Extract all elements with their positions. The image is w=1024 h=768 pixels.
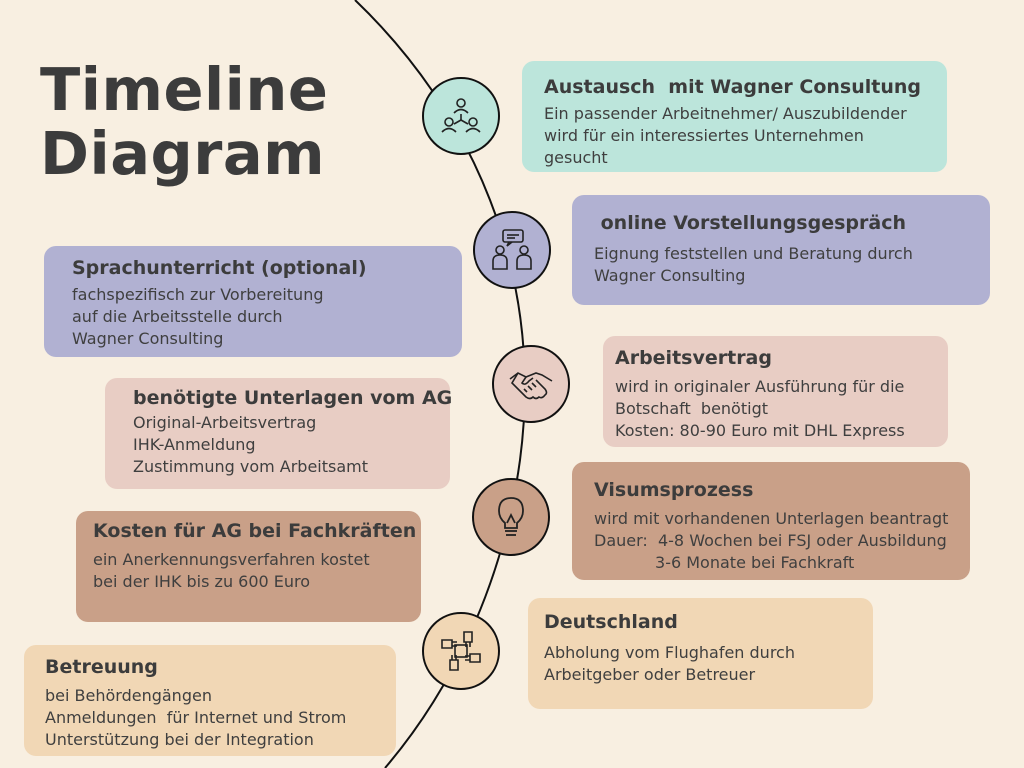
step-5-line-2: Arbeitgeber oder Betreuer (544, 665, 756, 684)
note-4-line-1: bei Behördengängen (45, 686, 212, 705)
step-4-heading: Visumsprozess (594, 479, 754, 501)
note-4-line-3: Unterstützung bei der Integration (45, 730, 314, 749)
people-network-icon (441, 98, 481, 133)
note-2-line-2: IHK-Anmeldung (133, 435, 256, 454)
step-1-line-3: gesucht (544, 148, 608, 167)
handshake-icon (509, 372, 553, 400)
note-3-card: Kosten für AG bei Fachkräften ein Anerke… (76, 511, 421, 622)
step-4-line-3: 3-6 Monate bei Fachkraft (594, 553, 855, 572)
step-4-card: Visumsprozess wird mit vorhandenen Unter… (572, 462, 970, 580)
note-1-heading: Sprachunterricht (optional) (72, 257, 367, 279)
step-5-heading: Deutschland (544, 611, 678, 633)
note-4-heading: Betreuung (45, 656, 158, 678)
note-1-line-1: fachspezifisch zur Vorbereitung (72, 285, 324, 304)
step-3-line-3: Kosten: 80-90 Euro mit DHL Express (615, 421, 905, 440)
step-2-line-1: Eignung feststellen und Beratung durch (594, 244, 913, 263)
interview-chat-icon (492, 229, 532, 270)
joined-hands-icon (441, 631, 481, 671)
step-2-heading: online Vorstellungsgespräch (594, 212, 906, 234)
step-3-node (492, 345, 570, 423)
step-3-heading: Arbeitsvertrag (615, 347, 772, 369)
note-2-line-3: Zustimmung vom Arbeitsamt (133, 457, 369, 476)
note-2-card: benötigte Unterlagen vom AG Original-Arb… (105, 378, 453, 489)
step-1-node (422, 77, 500, 155)
title-line-2: Diagram (40, 119, 326, 188)
note-3-line-1: ein Anerkennungsverfahren kostet (93, 550, 370, 569)
step-4-line-1: wird mit vorhandenen Unterlagen beantrag… (594, 509, 949, 528)
step-5-card: Deutschland Abholung vom Flughafen durch… (528, 598, 873, 709)
note-1-line-2: auf die Arbeitsstelle durch (72, 307, 283, 326)
title-line-1: Timeline (40, 55, 329, 124)
note-3-heading: Kosten für AG bei Fachkräften (93, 520, 417, 542)
step-1-card: Austausch mit Wagner Consultung Ein pass… (522, 61, 947, 172)
page-title: Timeline Diagram (40, 58, 328, 186)
step-5-line-1: Abholung vom Flughafen durch (544, 643, 795, 662)
step-3-line-1: wird in originaler Ausführung für die (615, 377, 905, 396)
note-4-card: Betreuung bei Behördengängen Anmeldungen… (24, 645, 396, 756)
note-4-line-2: Anmeldungen für Internet und Strom (45, 708, 347, 727)
note-2-line-1: Original-Arbeitsvertrag (133, 413, 317, 432)
step-1-line-1: Ein passender Arbeitnehmer/ Auszubildend… (544, 104, 907, 123)
step-2-line-2: Wagner Consulting (594, 266, 746, 285)
step-3-card: Arbeitsvertrag wird in originaler Ausfüh… (603, 336, 948, 447)
note-1-card: Sprachunterricht (optional) fachspezifis… (44, 246, 462, 357)
step-1-heading: Austausch mit Wagner Consultung (544, 76, 922, 98)
note-2-heading: benötigte Unterlagen vom AG (133, 387, 453, 409)
step-1-line-2: wird für ein interessiertes Unternehmen (544, 126, 864, 145)
lightbulb-icon (498, 497, 524, 536)
step-3-line-2: Botschaft benötigt (615, 399, 768, 418)
step-2-card: online Vorstellungsgespräch Eignung fest… (572, 195, 990, 305)
note-1-line-3: Wagner Consulting (72, 329, 224, 348)
note-3-line-2: bei der IHK bis zu 600 Euro (93, 572, 311, 591)
step-2-node (473, 211, 551, 289)
step-4-node (472, 478, 550, 556)
step-5-node (422, 612, 500, 690)
step-4-line-2: Dauer: 4-8 Wochen bei FSJ oder Ausbildun… (594, 531, 947, 550)
